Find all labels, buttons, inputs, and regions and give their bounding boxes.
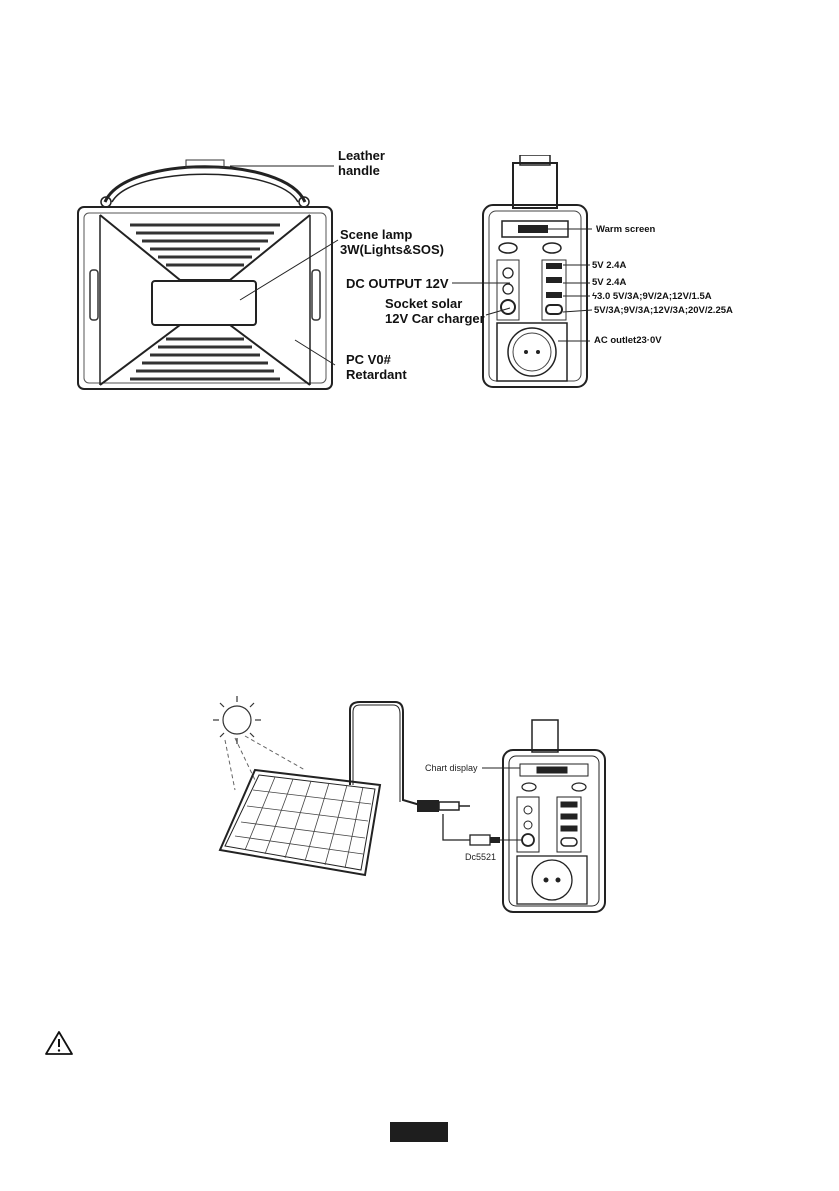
label-typec: 5V/3A;9V/3A;12V/3A;20V/2.25A xyxy=(594,305,733,316)
label-usb1: 5V 2.4A xyxy=(592,260,626,271)
leader-lines-front xyxy=(0,0,839,420)
label-usb2: 5V 2.4A xyxy=(592,277,626,288)
label-qc: ϟ3.0 5V/3A;9V/2A;12V/1.5A xyxy=(592,291,712,302)
label-warm-screen: Warm screen xyxy=(596,224,655,235)
label-dc5521: Dc5521 xyxy=(465,852,496,862)
page-number-tab xyxy=(390,1122,448,1142)
label-pc-retardant: PC V0# Retardant xyxy=(346,352,407,382)
label-chart-display: Chart display xyxy=(425,763,478,773)
sun-icon xyxy=(213,696,261,744)
label-socket-solar: Socket solar 12V Car charger xyxy=(385,296,485,326)
device-panel-illustration xyxy=(480,155,590,390)
label-dc-output: DC OUTPUT 12V xyxy=(346,276,449,291)
label-leather-handle: Leather handle xyxy=(338,148,385,178)
solar-charging-illustration xyxy=(195,690,615,915)
warning-triangle-icon xyxy=(44,1030,74,1056)
label-ac-outlet: AC outlet23·0V xyxy=(594,335,662,346)
label-scene-lamp: Scene lamp 3W(Lights&SOS) xyxy=(340,227,444,257)
